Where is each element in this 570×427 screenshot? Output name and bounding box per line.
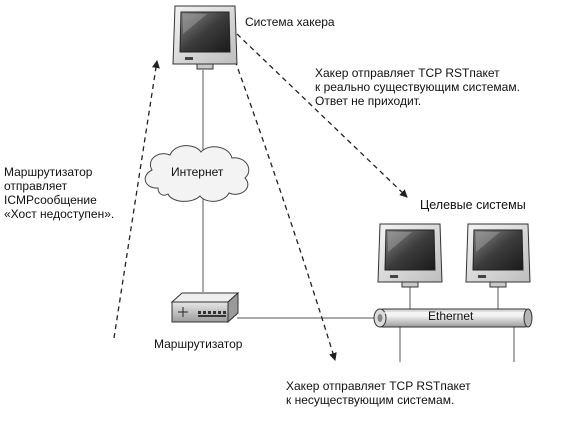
annotation-rst-existing: Хакер отправляет TCP RSTпакет к реально … [315, 66, 520, 108]
internet-cloud [144, 145, 250, 202]
monitor-hacker [172, 5, 238, 70]
annotation-rst-nonexistent: Хакер отправляет TCP RSTпакет к несущест… [286, 379, 471, 407]
ethernet-bus [373, 308, 533, 328]
router-device [170, 291, 240, 324]
monitor-target-2 [465, 223, 531, 288]
arrow-rst-to-nonexistent [231, 51, 337, 361]
monitor-target-1 [377, 223, 443, 288]
dashed-arrows [113, 33, 408, 361]
annotation-icmp-unreachable: Маршрутизатор отправляет ICMPсообщение «… [4, 165, 115, 221]
hacker-system-label: Система хакера [245, 15, 335, 29]
router-label: Маршрутизатор [154, 337, 243, 351]
ethernet-label: Ethernet [428, 309, 474, 323]
links [202, 70, 515, 362]
arrow-rst-to-existing [236, 33, 408, 198]
internet-label: Интернет [171, 165, 224, 179]
arrow-icmp-reply [113, 60, 160, 339]
target-systems-label: Целевые системы [420, 198, 526, 212]
